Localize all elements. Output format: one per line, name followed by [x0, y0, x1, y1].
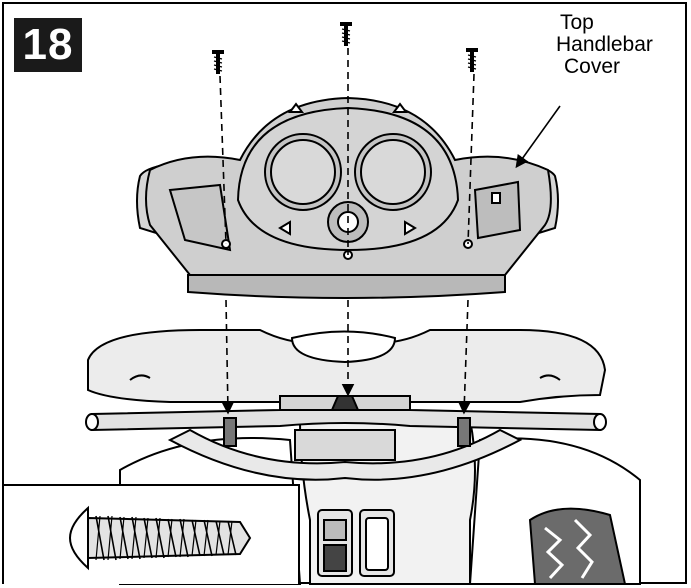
callout-line-2: Handlebar — [556, 33, 653, 56]
handlebar — [85, 395, 607, 481]
callout-line-3: Cover — [564, 55, 621, 78]
callout-line-1: Top — [560, 11, 594, 34]
step-number-badge: 18 — [14, 18, 82, 72]
screw-detail-inset — [4, 484, 300, 584]
screw-icon — [211, 21, 479, 75]
screw-detail-icon — [68, 505, 252, 571]
callout-label: Top Handlebar Cover — [556, 11, 653, 78]
alignment-lines — [219, 48, 475, 415]
windshield — [87, 329, 607, 403]
callout-leader-arrow — [515, 105, 561, 169]
